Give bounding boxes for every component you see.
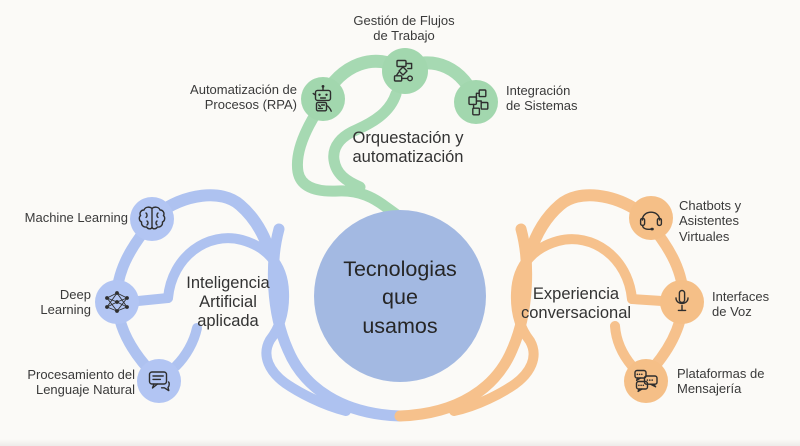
label-systems: Integración de Sistemas [506,83,578,114]
center-topic-title: Tecnologias que usamos [343,257,457,338]
workflow-icon [393,59,413,82]
label-machine-learning: Machine Learning [24,210,128,225]
node-workflow [382,48,428,94]
robot-icon [312,85,332,112]
headset-icon [639,211,663,231]
node-rpa [301,77,345,121]
label-ai-branch: Inteligencia Artificial aplicada [186,274,270,330]
label-voice: Interfaces de Voz [712,289,770,320]
label-messaging: Plataformas de Mensajería [677,366,765,397]
integration-icon [468,89,489,116]
label-workflow: Gestión de Flujos de Trabajo [353,13,455,44]
label-nlp: Procesamiento del Lenguaje Natural [27,367,135,398]
label-automation-branch: Orquestación y automatización [352,129,464,166]
node-chatbots [629,196,673,240]
neural-network-icon [105,291,129,313]
microphone-icon [675,289,689,312]
label-conversational-branch: Experiencia conversacional [520,285,632,322]
center-topic-circle [314,210,486,382]
label-deep-learning: Deep Learning [40,287,91,318]
label-rpa: Automatización de Procesos (RPA) [190,82,297,113]
chat-bubble-icon [148,371,170,392]
label-chatbots: Chatbots y Asistentes Virtuales [679,198,742,244]
conversational-branch-curves [394,189,689,422]
brain-icon [138,206,166,230]
messaging-icon [634,369,658,393]
node-nlp [137,359,181,403]
